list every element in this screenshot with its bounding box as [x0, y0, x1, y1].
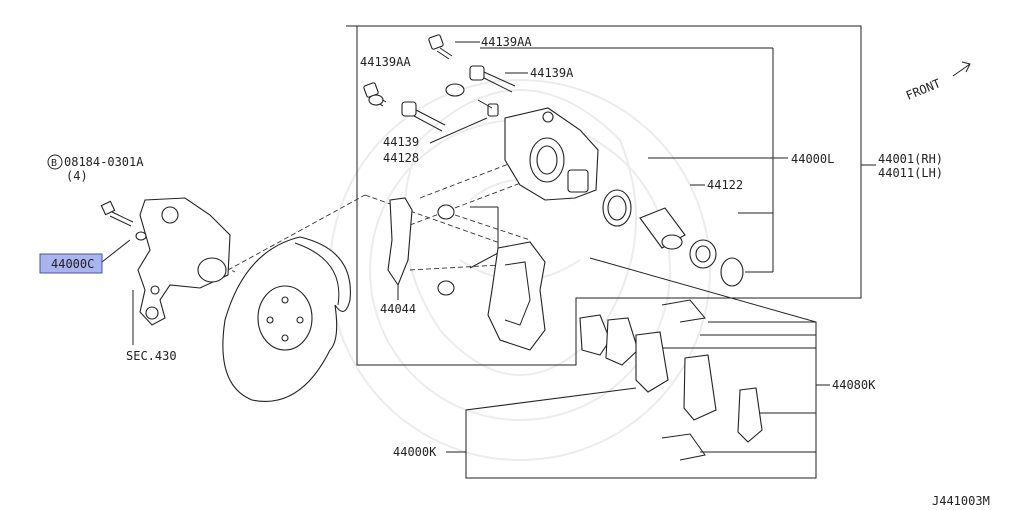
part-44000K-label[interactable]: 44000K [393, 445, 437, 459]
front-arrow: FRONT [904, 61, 971, 103]
caliper-body-part [504, 107, 599, 201]
part-44000L-label[interactable]: 44000L [791, 152, 834, 166]
assembly-frames [346, 25, 862, 479]
backing-plate-part [222, 236, 351, 402]
piston-seal-parts [602, 189, 744, 287]
part-44000C-label[interactable]: 44000C [51, 257, 94, 271]
callout-labels: B 08184-0301A (4) 44000C SEC.430 44139AA… [47, 35, 990, 508]
bolt-spec-label[interactable]: 08184-0301A [64, 155, 144, 169]
steering-knuckle-part [137, 197, 231, 326]
figure-code: J441003M [932, 494, 990, 508]
slide-pins-part [401, 65, 516, 132]
part-44139-label[interactable]: 44139 [383, 135, 419, 149]
part-44139AA-top-label[interactable]: 44139AA [481, 35, 532, 49]
brake-pads-part [579, 299, 763, 461]
bolt-qty-label: (4) [66, 169, 88, 183]
part-44001RH-label[interactable]: 44001(RH) [878, 152, 943, 166]
sec430-label[interactable]: SEC.430 [126, 349, 177, 363]
knuckle-bolt-part [100, 200, 147, 241]
part-44080K-label[interactable]: 44080K [832, 378, 876, 392]
part-44139A-label[interactable]: 44139A [530, 66, 574, 80]
part-44139AA-left-label[interactable]: 44139AA [360, 55, 411, 69]
leader-lines [101, 41, 876, 453]
part-44122-label[interactable]: 44122 [707, 178, 743, 192]
highlight-box [39, 253, 103, 274]
part-44044-label[interactable]: 44044 [380, 302, 416, 316]
bolt-spec-marker: B [51, 158, 57, 169]
front-label: FRONT [904, 76, 943, 103]
caliper-bolts-part [363, 34, 465, 107]
part-44011LH-label[interactable]: 44011(LH) [878, 166, 943, 180]
part-44128-label[interactable]: 44128 [383, 151, 419, 165]
caliper-bracket-part [387, 197, 546, 351]
